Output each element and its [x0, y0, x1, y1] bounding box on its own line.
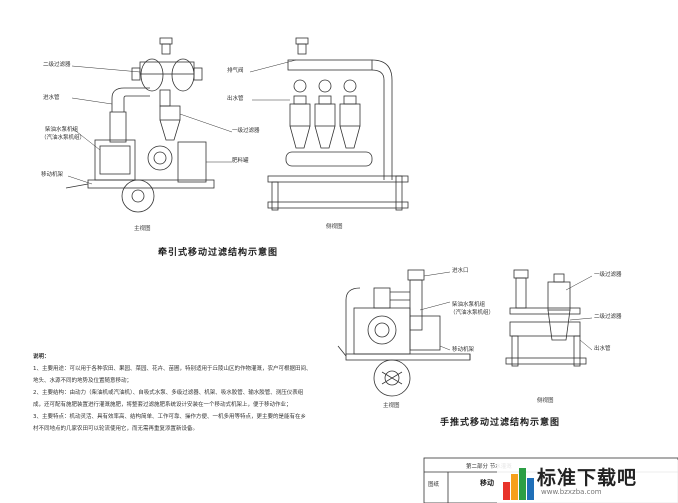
notes-line: 1、主要用途：可以用于各种农田、果园、菜园、花卉、苗圃，特别适用于丘陵山区的作物…	[33, 366, 312, 372]
label-water-outlet-2: 出水管	[594, 346, 611, 352]
label-mobile-frame-2: 移动机架	[452, 347, 475, 353]
label-diesel-pump-2-note: （汽油水泵机组）	[450, 310, 495, 316]
notes-line: 地头、水源不同的地势及位置随意移动；	[33, 378, 133, 384]
caption-push: 手推式移动过滤结构示意图	[440, 418, 561, 428]
caption-towed: 牵引式移动过滤结构示意图	[158, 248, 279, 258]
push-side-view	[505, 269, 587, 367]
towed-main-view	[65, 37, 215, 213]
label-diesel-pump-2: 柴油水泵机组	[452, 302, 486, 308]
view-side-1: 侧视图	[326, 224, 343, 230]
label-fertilizer-tank: 肥料罐	[232, 158, 249, 164]
title-block-drawing-label: 图纸	[428, 482, 440, 488]
view-side-2: 侧视图	[537, 398, 554, 404]
watermark-text: 标准下载吧	[537, 467, 638, 489]
title-block-drawing-name: 移动	[480, 479, 494, 487]
watermark: 标准下载吧 www.bzxzba.com	[497, 460, 678, 503]
notes-heading: 说明：	[33, 354, 50, 360]
label-diesel-pump-note: （汽油水泵机组）	[41, 135, 86, 141]
label-diesel-pump: 柴油水泵机组	[45, 127, 79, 133]
label-secondary-filter: 二级过滤器	[43, 62, 71, 68]
label-mobile-frame: 移动机架	[41, 172, 64, 178]
notes-line: 村不同地点的几家农田可以轮流使用它，而无需再重复添置新设备。	[33, 426, 199, 432]
view-main-2: 主视图	[383, 403, 400, 409]
notes-line: 3、主要特点：机动灵活、具有效率高、结构简单、工作可靠、操作方便、一机多用等特点…	[33, 414, 307, 420]
label-second-filter-2: 二级过滤器	[594, 314, 622, 320]
watermark-logo-icon	[503, 468, 534, 500]
push-main-view	[337, 269, 471, 397]
label-first-filter-2: 一级过滤器	[594, 272, 622, 278]
label-inlet: 进水口	[452, 268, 469, 274]
view-main-1: 主视图	[134, 226, 151, 232]
leader-lines	[67, 59, 593, 351]
towed-side-view	[267, 37, 409, 211]
title-block-part: 第二部分 节水灌溉	[466, 464, 512, 470]
label-exhaust-valve: 排气阀	[227, 68, 244, 74]
label-outlet-pipe: 进水管	[43, 95, 60, 101]
notes-line: 2、主要结构：由动力（柴油机或汽油机）、自吸式水泵、多级过滤器、机架、吸水胶管、…	[33, 390, 304, 396]
label-first-filter: 一级过滤器	[232, 128, 260, 134]
description-notes: 说明： 1、主要用途：可以用于各种农田、果园、菜园、花卉、苗圃，特别适用于丘陵山…	[33, 351, 325, 435]
notes-line: 成，还可配有施肥装置进行灌溉施肥，将整套过滤施肥系统设计安装在一个移动式机架上，…	[33, 402, 292, 408]
watermark-url: www.bzxzba.com	[541, 488, 602, 496]
label-water-pipe: 出水管	[227, 96, 244, 102]
